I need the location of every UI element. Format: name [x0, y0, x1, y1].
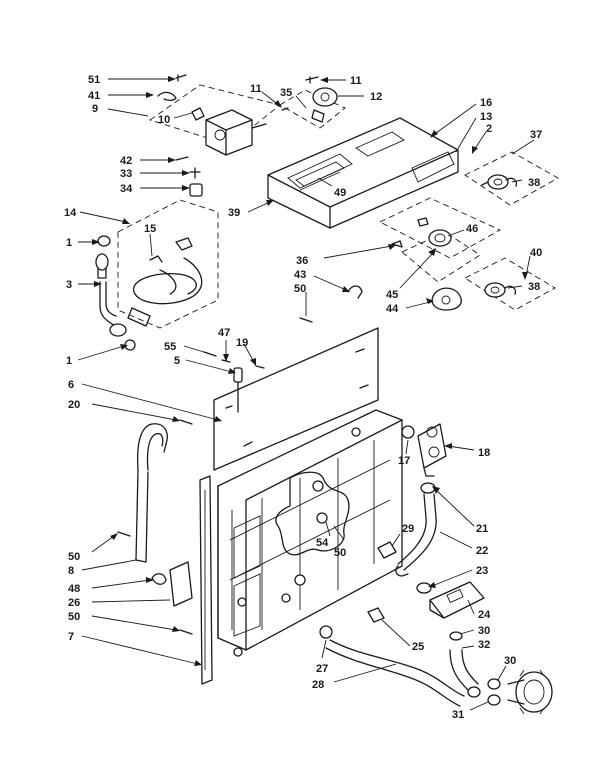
- callout-31: 31: [452, 709, 464, 721]
- callout-33: 33: [120, 168, 132, 180]
- hose-bracket: [151, 561, 193, 607]
- callout-35: 35: [280, 87, 292, 99]
- callout-24: 24: [478, 609, 491, 621]
- screw-50-b: [179, 629, 193, 635]
- callout-55: 55: [164, 341, 176, 353]
- callout-30-a: 30: [478, 625, 490, 637]
- callout-32: 32: [478, 639, 490, 651]
- knob-set-lower: [484, 282, 517, 298]
- callout-20: 20: [68, 399, 80, 411]
- callout-40: 40: [530, 247, 542, 259]
- drain-pump: [416, 581, 485, 619]
- callout-30-b: 30: [504, 655, 516, 667]
- callout-2: 2: [486, 123, 492, 135]
- callout-50-b: 50: [334, 547, 346, 559]
- pump-hose: [325, 639, 465, 707]
- part-29: [377, 541, 397, 559]
- screws-mid: [203, 351, 265, 413]
- callout-41: 41: [88, 90, 100, 102]
- clamp-27: [319, 625, 333, 639]
- callout-18: 18: [478, 447, 490, 459]
- callout-25: 25: [412, 641, 424, 653]
- callout-8: 8: [68, 565, 74, 577]
- callout-11-a: 11: [250, 83, 262, 95]
- callout-5: 5: [174, 355, 180, 367]
- callout-39: 39: [228, 207, 240, 219]
- callout-16: 16: [480, 97, 492, 109]
- callout-54: 54: [316, 537, 329, 549]
- sump-hose: [449, 631, 501, 706]
- callout-29: 29: [402, 523, 414, 535]
- callout-50-a: 50: [294, 283, 306, 295]
- callout-10: 10: [158, 114, 170, 126]
- callout-49: 49: [334, 187, 346, 199]
- callout-34: 34: [120, 183, 133, 195]
- power-cord: [127, 237, 203, 327]
- callout-50-c: 50: [68, 551, 80, 563]
- callout-15: 15: [144, 223, 156, 235]
- callout-48: 48: [68, 583, 80, 595]
- callout-12: 12: [370, 91, 382, 103]
- callout-47: 47: [218, 327, 230, 339]
- pump-motor: [507, 669, 553, 715]
- callout-11-b: 11: [350, 75, 362, 87]
- callout-19: 19: [236, 337, 248, 349]
- screw-20: [179, 419, 193, 425]
- callout-37: 37: [530, 129, 542, 141]
- callout-13: 13: [480, 111, 492, 123]
- callout-51: 51: [88, 74, 100, 86]
- console-panel: [267, 117, 459, 229]
- callout-22: 22: [476, 545, 488, 557]
- callout-43: 43: [294, 269, 306, 281]
- callout-17: 17: [398, 455, 410, 467]
- callout-38-a: 38: [528, 177, 540, 189]
- drain-hose: [135, 423, 168, 563]
- fill-hose: [395, 482, 437, 577]
- water-valve: [401, 423, 447, 477]
- knob-set-middle: [417, 217, 452, 247]
- callout-14: 14: [64, 207, 77, 219]
- switch-assembly: [281, 76, 338, 123]
- knob-set-upper: [481, 174, 518, 190]
- clip-36-43: [347, 240, 403, 299]
- callout-7: 7: [68, 631, 74, 643]
- callout-27: 27: [316, 663, 328, 675]
- callout-28: 28: [312, 679, 324, 691]
- timer-assembly: [157, 74, 267, 156]
- callout-23: 23: [476, 565, 488, 577]
- callout-9: 9: [92, 103, 98, 115]
- callout-38-b: 38: [528, 281, 540, 293]
- inlet-fitting-left: [95, 235, 136, 351]
- callout-1-b: 1: [66, 355, 72, 367]
- callout-50-d: 50: [68, 611, 80, 623]
- callout-1-a: 1: [66, 237, 72, 249]
- callout-46: 46: [466, 223, 478, 235]
- callout-6: 6: [68, 379, 74, 391]
- callout-36: 36: [296, 255, 308, 267]
- screw-50-a: [117, 531, 131, 537]
- callout-44: 44: [386, 303, 399, 315]
- callout-45: 45: [386, 289, 398, 301]
- knob-44: [431, 287, 462, 311]
- cabinet-back: [217, 409, 403, 657]
- callout-21: 21: [476, 523, 488, 535]
- callout-42: 42: [120, 155, 132, 167]
- callout-26: 26: [68, 597, 80, 609]
- rear-panel: [213, 327, 379, 471]
- corner-strip: [199, 475, 213, 685]
- callouts: 51 41 9 10 11 35 11 12 16 13 2: [64, 74, 542, 721]
- callout-3: 3: [66, 279, 72, 291]
- part-25: [367, 607, 385, 623]
- screw-stack: [175, 156, 203, 197]
